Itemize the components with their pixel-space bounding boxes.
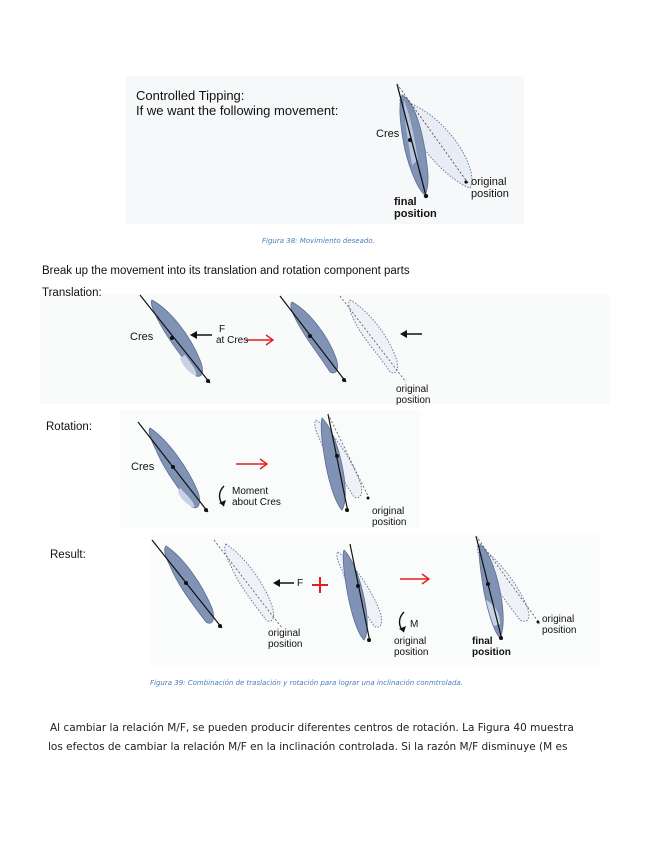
figure-39-caption: Figura 39: Combinación de traslación y r… xyxy=(150,679,463,687)
result-original-a-label: original position xyxy=(268,628,302,650)
result-original-b-label: original position xyxy=(394,636,428,658)
result-position-a-text: position xyxy=(268,639,302,650)
result-original-c-text: original xyxy=(542,614,576,625)
result-f-label: F xyxy=(297,578,303,589)
result-position-c-text: position xyxy=(542,625,576,636)
body-paragraph-line2: los efectos de cambiar la relación M/F e… xyxy=(48,741,567,753)
result-original-a-text: original xyxy=(268,628,302,639)
result-final-position-text: position xyxy=(472,647,511,658)
result-original-b-text: original xyxy=(394,636,428,647)
result-final-label: final position xyxy=(472,636,511,658)
body-paragraph-line1: Al cambiar la relación M/F, se pueden pr… xyxy=(50,722,574,734)
result-position-b-text: position xyxy=(394,647,428,658)
result-original-c-label: original position xyxy=(542,614,576,636)
result-m-label: M xyxy=(410,619,418,630)
result-final-text: final xyxy=(472,636,511,647)
